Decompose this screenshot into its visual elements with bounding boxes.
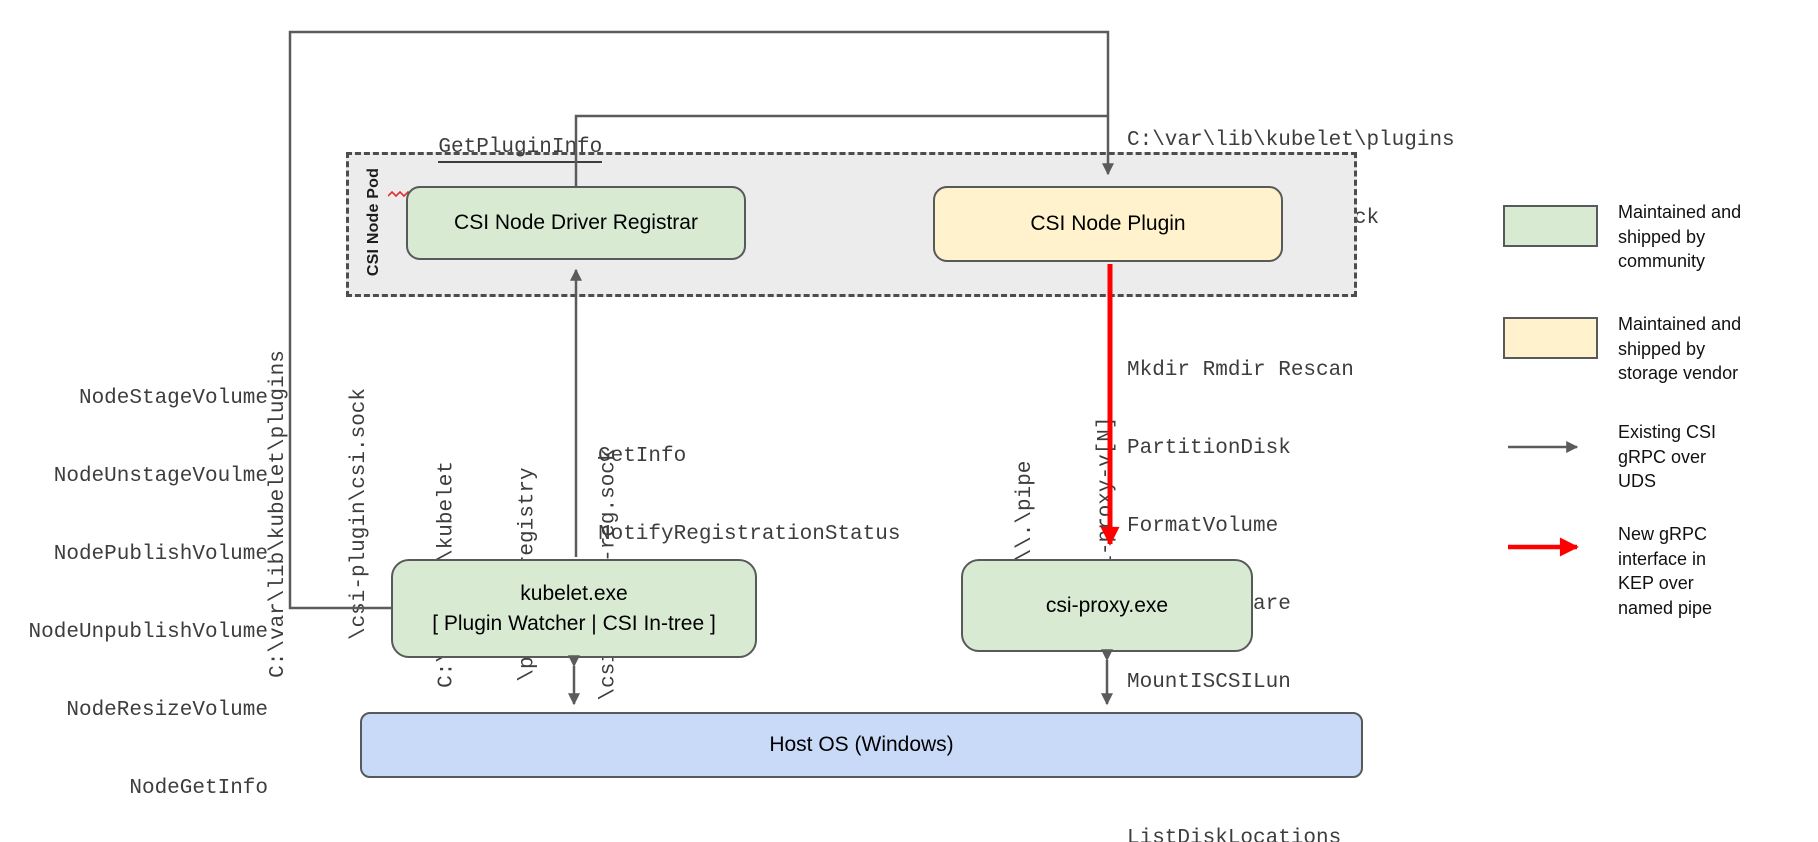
- csi-proxy-box: csi-proxy.exe: [961, 559, 1253, 652]
- proxy-call-item: Mkdir Rmdir Rescan: [1127, 359, 1354, 382]
- plugin-socket-path-line1: C:\var\lib\kubelet\plugins: [1127, 129, 1455, 152]
- host-os-box: Host OS (Windows): [360, 712, 1363, 778]
- legend-existing-line2: gRPC over: [1618, 446, 1707, 467]
- plugin-label: CSI Node Plugin: [1030, 212, 1186, 235]
- node-csi-calls-list: NodeStageVolume NodeUnstageVoulme NodePu…: [18, 334, 268, 842]
- node-call-item: NodeResizeVolume: [66, 699, 268, 722]
- legend-new-line4: named pipe: [1618, 597, 1713, 618]
- kubelet-socket-path-line1: C:\var\lib\kubelet\plugins: [267, 350, 290, 678]
- host-os-label: Host OS (Windows): [769, 733, 954, 756]
- proxy-call-item: MountISCSILun: [1127, 671, 1291, 694]
- legend-vendor-label: Maintained and shipped by storage vendor: [1618, 312, 1818, 386]
- legend-community-label: Maintained and shipped by community: [1618, 200, 1818, 274]
- proxy-call-item: ListDiskLocations: [1127, 827, 1342, 842]
- kubelet-box: kubelet.exe [ Plugin Watcher | CSI In-tr…: [391, 559, 757, 658]
- legend-new-line2: interface in: [1618, 548, 1707, 569]
- legend-new-grpc-label: New gRPC interface in KEP over named pip…: [1618, 522, 1818, 620]
- csi-node-pod-label: CSI Node Pod: [365, 167, 382, 277]
- legend-existing-grpc-label: Existing CSI gRPC over UDS: [1618, 420, 1818, 494]
- legend-community-line2: shipped by: [1618, 226, 1706, 247]
- node-call-item: NodeUnpublishVolume: [28, 621, 268, 644]
- node-call-item: NodePublishVolume: [53, 543, 268, 566]
- kubelet-label-line1: kubelet.exe: [520, 581, 628, 605]
- proxy-call-item: PartitionDisk: [1127, 437, 1291, 460]
- legend-vendor-line2: shipped by: [1618, 338, 1706, 359]
- node-call-item: NodeUnstageVoulme: [53, 465, 268, 488]
- legend-vendor-line1: Maintained and: [1618, 314, 1742, 334]
- legend-existing-line1: Existing CSI: [1618, 422, 1717, 442]
- csi-node-plugin-box: CSI Node Plugin: [933, 186, 1283, 262]
- legend-community-swatch: [1503, 205, 1598, 247]
- csi-proxy-label: csi-proxy.exe: [1045, 593, 1169, 617]
- legend-new-line3: KEP over: [1618, 573, 1694, 593]
- csi-node-driver-registrar-box: CSI Node Driver Registrar: [406, 186, 746, 260]
- node-call-item: NodeGetInfo: [129, 777, 268, 800]
- kubelet-socket-path-line2: \csi-plugin\csi.sock: [348, 387, 371, 641]
- legend-existing-line3: UDS: [1618, 471, 1657, 491]
- proxy-call-item: FormatVolume: [1127, 515, 1279, 538]
- registrar-label: CSI Node Driver Registrar: [454, 211, 698, 234]
- kubelet-label-line2: [ Plugin Watcher | CSI In-tree ]: [432, 611, 716, 635]
- legend-vendor-swatch: [1503, 317, 1598, 359]
- legend-vendor-line3: storage vendor: [1618, 363, 1739, 383]
- node-call-item: NodeStageVolume: [78, 387, 268, 410]
- legend-new-line1: New gRPC: [1618, 524, 1708, 544]
- get-plugin-info-label: GetPluginInfo: [438, 135, 603, 163]
- legend-community-line1: Maintained and: [1618, 202, 1742, 222]
- legend-community-line3: community: [1618, 251, 1706, 271]
